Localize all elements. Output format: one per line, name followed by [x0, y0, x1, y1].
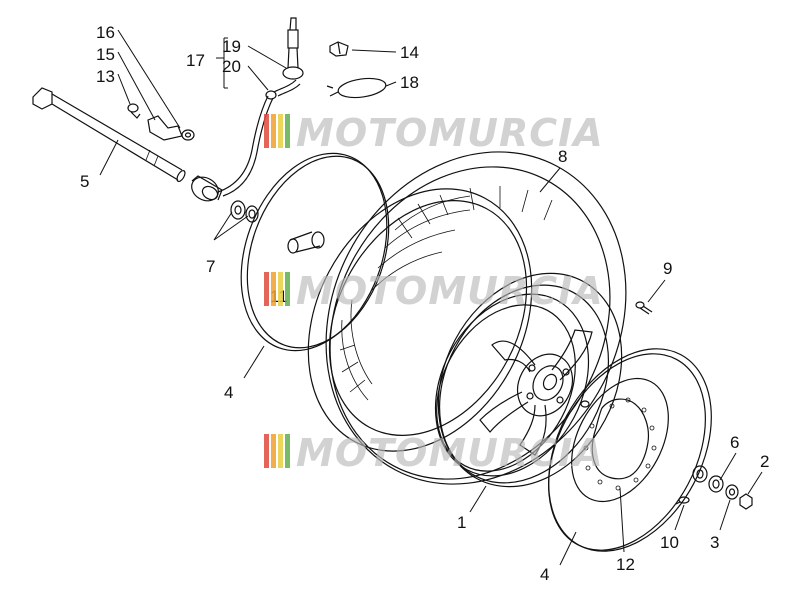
watermark-top: MOTOMURCIA	[264, 111, 604, 155]
brake-disc	[571, 377, 669, 503]
callout-16: 16	[96, 23, 115, 42]
watermark-middle: MOTOMURCIA	[264, 269, 604, 313]
callout-3: 3	[710, 533, 719, 552]
bearings-right	[692, 465, 753, 510]
bearings-left	[230, 200, 259, 223]
callout-13: 13	[96, 67, 115, 86]
watermark-stripe-yellow	[278, 272, 283, 306]
speedometer-drive	[191, 17, 304, 202]
wheel-rim	[434, 272, 623, 488]
callout-2: 2	[760, 452, 769, 471]
spacer-bushing	[287, 231, 325, 254]
callout-8: 8	[558, 147, 567, 166]
sealing-ring-left	[240, 152, 390, 352]
watermark-stripe-yellow	[278, 114, 283, 148]
watermark-text: MOTOMURCIA	[296, 111, 604, 155]
callout-20: 20	[222, 57, 241, 76]
watermark-stripe-red	[264, 272, 269, 306]
disc-screws	[580, 301, 690, 505]
callout-9: 9	[663, 259, 672, 278]
callout-5: 5	[80, 172, 89, 191]
watermark-bottom: MOTOMURCIA	[264, 431, 604, 475]
sealing-ring-right	[548, 348, 712, 552]
watermark-stripe-green	[285, 434, 290, 468]
watermark-stripe-green	[285, 272, 290, 306]
callout-12: 12	[616, 555, 635, 574]
wheel-axle	[32, 87, 186, 183]
watermark-stripe-orange	[271, 272, 276, 306]
callouts: 16 15 13 5 17 19 20 14 18 8 7 9 11 4 6 2…	[80, 23, 769, 584]
callout-4-left: 4	[224, 383, 233, 402]
watermark-text: MOTOMURCIA	[296, 269, 604, 313]
watermark-stripe-orange	[271, 114, 276, 148]
bracket-and-fasteners	[127, 103, 195, 141]
watermark-stripe-red	[264, 434, 269, 468]
callout-18: 18	[400, 73, 419, 92]
leader-lines	[99, 29, 763, 566]
callout-7: 7	[206, 257, 215, 276]
watermark-stripe-red	[264, 114, 269, 148]
callout-10: 10	[660, 533, 679, 552]
callout-15: 15	[96, 45, 115, 64]
callout-17: 17	[186, 51, 205, 70]
clamp-and-clip	[326, 41, 387, 99]
watermark-stripe-yellow	[278, 434, 283, 468]
watermark-stripe-green	[285, 114, 290, 148]
callout-19: 19	[222, 37, 241, 56]
callout-4-right: 4	[540, 565, 549, 584]
callout-14: 14	[400, 43, 419, 62]
callout-6: 6	[730, 433, 739, 452]
callout-1: 1	[457, 513, 466, 532]
watermark-text: MOTOMURCIA	[296, 431, 604, 475]
watermark-stripe-orange	[271, 434, 276, 468]
